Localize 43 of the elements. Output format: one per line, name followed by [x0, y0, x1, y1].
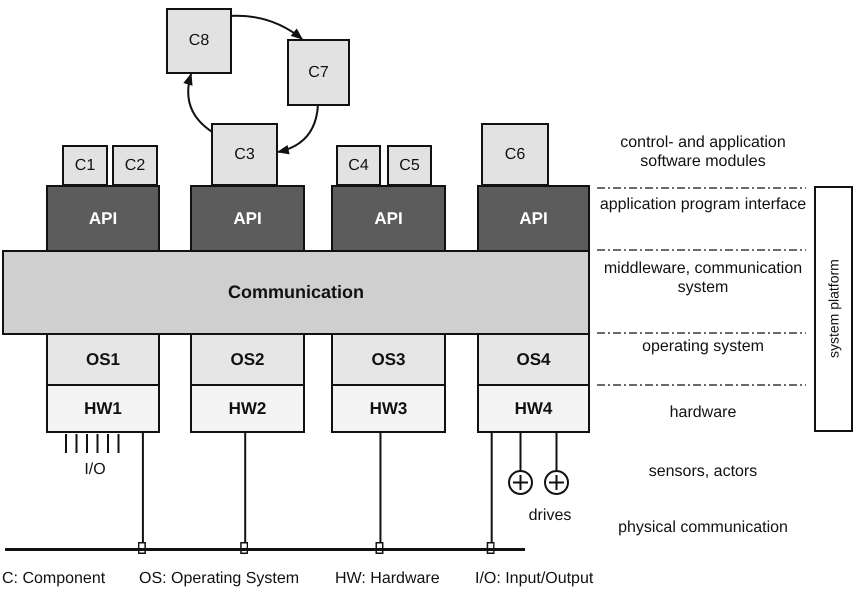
connector-line	[520, 433, 522, 470]
layer-label: physical communication	[617, 518, 789, 537]
os-box: OS4	[477, 333, 590, 386]
component-box: C6	[481, 123, 549, 186]
api-layer-box: API	[190, 185, 305, 252]
os-box: OS1	[46, 333, 160, 386]
api-layer-box: API	[331, 185, 446, 252]
component-box: C1	[62, 145, 108, 186]
hardware-box: HW4	[477, 384, 590, 433]
hardware-box: HW3	[331, 384, 446, 433]
layer-label: operating system	[641, 337, 765, 356]
communication-layer-box: Communication	[2, 250, 590, 335]
bus-line	[5, 548, 525, 551]
legend-text: HW: Hardware	[335, 569, 440, 588]
api-layer-box: API	[477, 185, 590, 252]
arrow	[232, 14, 304, 40]
component-box: C5	[387, 145, 432, 186]
legend-text: I/O: Input/Output	[475, 569, 594, 588]
drive-symbol	[544, 470, 569, 495]
layer-label: middleware, communication system	[602, 259, 804, 297]
layer-label: control- and application software modules	[619, 133, 787, 171]
hardware-box: HW2	[190, 384, 305, 433]
os-box: OS3	[331, 333, 446, 386]
legend-text: OS: Operating System	[139, 569, 300, 588]
system-platform-box: system platform	[814, 186, 853, 432]
legend-text: C: Component	[2, 569, 106, 588]
layer-label: application program interface	[598, 195, 808, 214]
api-layer-box: API	[46, 185, 160, 252]
layer-label: hardware	[668, 403, 738, 422]
arrow	[276, 106, 319, 154]
connector-line	[556, 433, 558, 470]
drive-symbol	[508, 470, 533, 495]
hardware-box: HW1	[46, 384, 160, 433]
arrow	[184, 72, 213, 133]
component-box: C8	[166, 8, 232, 74]
component-box: C7	[287, 39, 350, 106]
layer-label: I/O	[83, 460, 107, 479]
layer-label: sensors, actors	[648, 462, 758, 481]
layer-label: drives	[528, 506, 572, 525]
component-box: C2	[112, 145, 158, 186]
component-box: C4	[336, 145, 381, 186]
os-box: OS2	[190, 333, 305, 386]
component-box: C3	[211, 123, 278, 186]
